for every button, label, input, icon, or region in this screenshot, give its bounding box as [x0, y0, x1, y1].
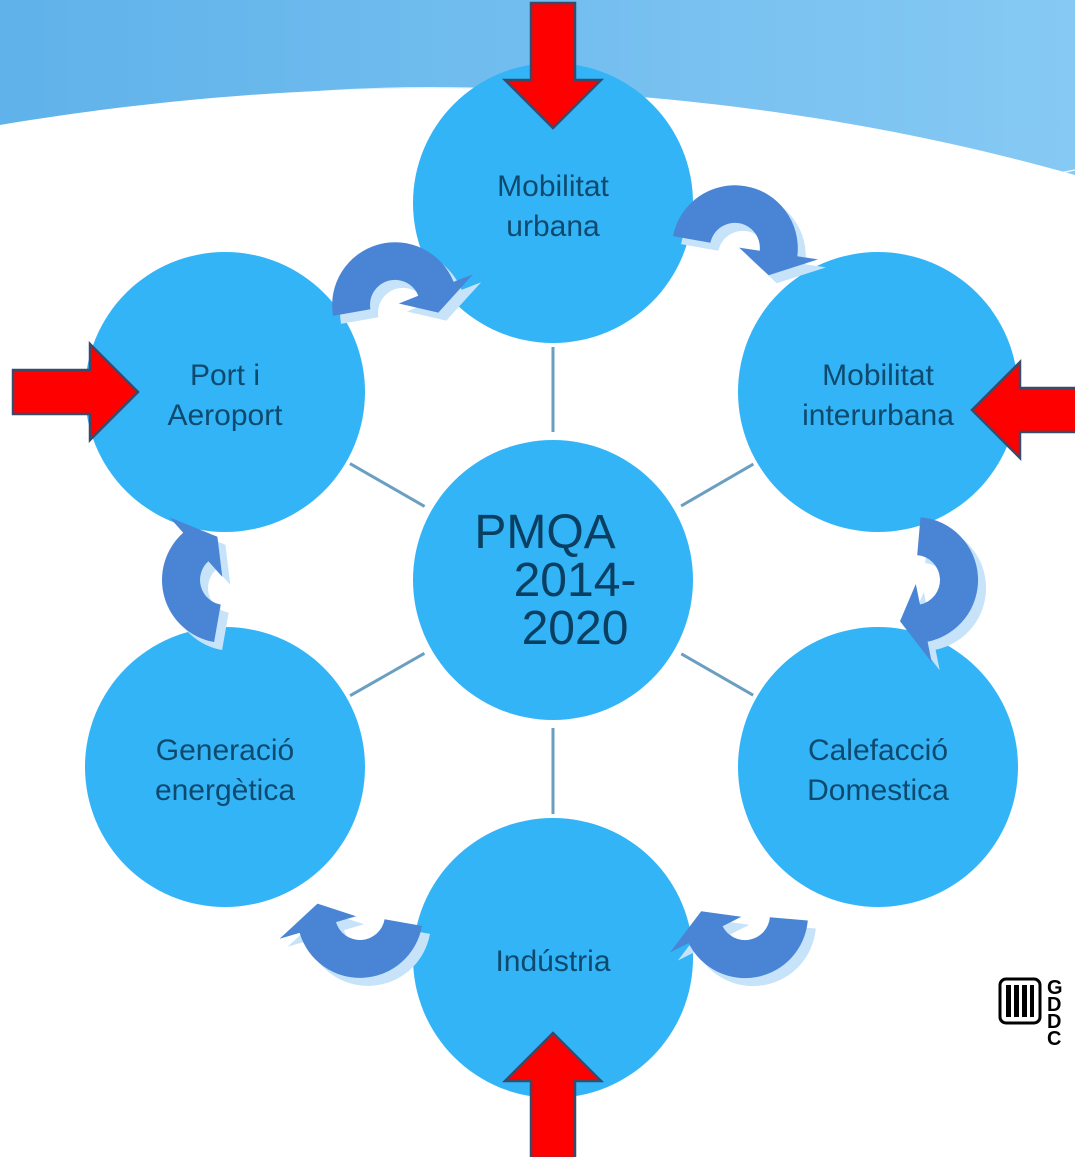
- cycle-arrows-top: [161, 185, 987, 987]
- input-arrow-industria: [501, 1031, 605, 1157]
- spoke-calefaccio-domestica: [680, 652, 754, 697]
- node-circle-calefaccio-domestica: [738, 627, 1018, 907]
- input-arrow-mobilitat-urbana: [501, 1, 605, 130]
- node-circle-port-aeroport: [85, 252, 365, 532]
- cycle-arrow-urbana-to-interurbana: [673, 185, 818, 276]
- input-arrow-port-aeroport: [11, 340, 140, 444]
- node-circle-industria: [413, 818, 693, 1098]
- spoke-mobilitat-interurbana: [680, 462, 755, 508]
- cycle-arrow-generacio-to-port: [161, 517, 223, 642]
- circles: [85, 63, 1018, 1098]
- cycle-arrow-interurbana-to-calefaccio: [900, 517, 979, 663]
- node-circle-generacio-energetica: [85, 627, 365, 907]
- spoke-port-aeroport: [349, 462, 426, 508]
- spokes: [349, 347, 755, 814]
- node-circle-mobilitat-interurbana: [738, 252, 1018, 532]
- center-circle: [413, 440, 693, 720]
- node-circle-mobilitat-urbana: [413, 63, 693, 343]
- cycle-arrow-port-to-urbana: [332, 242, 474, 316]
- spoke-generacio-energetica: [349, 651, 426, 697]
- input-arrow-mobilitat-interurbana: [970, 358, 1075, 462]
- cycle-arrow-calefaccio-to-industria: [669, 911, 808, 979]
- input-arrows: [11, 1, 1075, 1157]
- cycle-arrow-industria-to-generacio: [279, 903, 422, 978]
- node-label-industria: Indústria: [495, 945, 610, 978]
